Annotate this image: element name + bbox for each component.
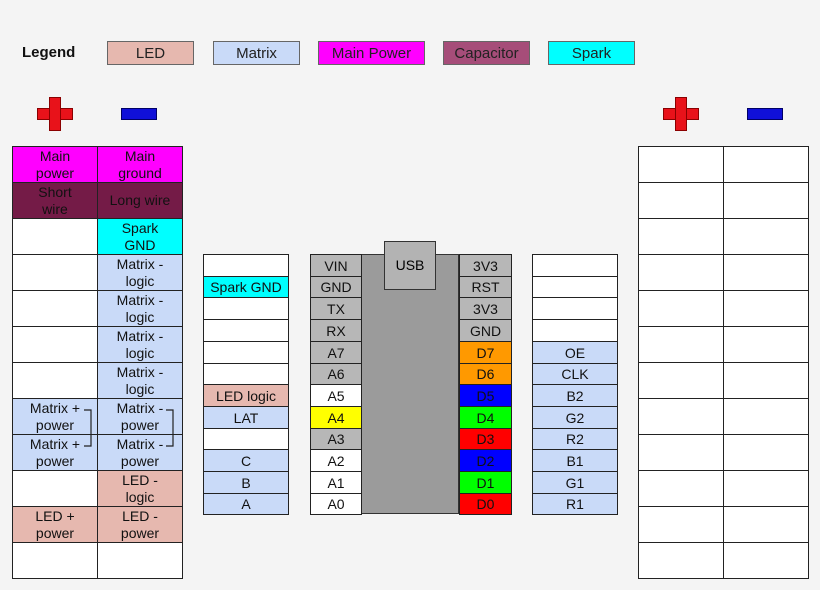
microcontroller-board [361, 254, 459, 514]
negative-rail-cell [723, 398, 809, 435]
board-pin: A5 [310, 384, 362, 407]
positive-rail-cell [12, 290, 98, 327]
negative-rail-cell: Matrix - logic [97, 254, 183, 291]
positive-rail-cell [12, 326, 98, 363]
board-pin: D3 [459, 428, 512, 450]
positive-rail-cell [638, 182, 724, 219]
positive-rail-cell: Matrix + power [12, 434, 98, 471]
legend-item: Matrix [213, 41, 300, 65]
positive-rail-cell [12, 542, 98, 579]
positive-rail-cell [638, 146, 724, 183]
legend-title: Legend [22, 44, 76, 61]
board-pin: D0 [459, 493, 512, 515]
negative-rail-cell: Matrix - power [97, 398, 183, 435]
negative-rail-cell: Matrix - logic [97, 362, 183, 399]
positive-rail-cell [12, 254, 98, 291]
connection-cell: A [203, 493, 289, 515]
positive-rail-cell [638, 434, 724, 471]
negative-rail-cell [723, 542, 809, 579]
negative-rail-cell [723, 146, 809, 183]
negative-rail-cell [723, 506, 809, 543]
negative-rail-cell [723, 182, 809, 219]
board-pin: D1 [459, 471, 512, 494]
positive-rail-cell [638, 398, 724, 435]
positive-rail-cell [638, 542, 724, 579]
negative-rail-cell [723, 326, 809, 363]
negative-rail-cell [723, 434, 809, 471]
board-pin: RX [310, 319, 362, 342]
negative-rail-cell: Main ground [97, 146, 183, 183]
usb-port: USB [384, 241, 436, 290]
board-pin: VIN [310, 254, 362, 277]
board-pin: 3V3 [459, 297, 512, 320]
board-pin: A3 [310, 428, 362, 450]
minus-icon [121, 108, 157, 120]
connection-cell: G1 [532, 471, 618, 494]
connection-cell: LED logic [203, 384, 289, 407]
negative-rail-cell: Matrix - power [97, 434, 183, 471]
connection-cell: CLK [532, 363, 618, 385]
negative-rail-cell [723, 290, 809, 327]
plus-icon [37, 97, 73, 131]
board-pin: D6 [459, 363, 512, 385]
positive-rail-cell [638, 506, 724, 543]
positive-rail-cell: Matrix + power [12, 398, 98, 435]
board-pin: A0 [310, 493, 362, 515]
legend-item: LED [107, 41, 194, 65]
board-pin: D5 [459, 384, 512, 407]
board-pin: GND [459, 319, 512, 342]
connection-cell: R1 [532, 493, 618, 515]
positive-rail-cell: Main power [12, 146, 98, 183]
board-pin: D7 [459, 341, 512, 364]
negative-rail-cell: LED - logic [97, 470, 183, 507]
negative-rail-cell [97, 542, 183, 579]
board-pin: A4 [310, 406, 362, 429]
positive-rail-cell [638, 218, 724, 255]
negative-rail-cell: LED - power [97, 506, 183, 543]
legend-item: Capacitor [443, 41, 530, 65]
legend-item: Main Power [318, 41, 425, 65]
positive-rail-cell [12, 218, 98, 255]
negative-rail-cell [723, 254, 809, 291]
connection-cell: OE [532, 341, 618, 364]
negative-rail-cell: Matrix - logic [97, 326, 183, 363]
minus-icon [747, 108, 783, 120]
negative-rail-cell [723, 218, 809, 255]
positive-rail-cell: Short wire [12, 182, 98, 219]
legend-item: Spark [548, 41, 635, 65]
negative-rail-cell: Spark GND [97, 218, 183, 255]
board-pin: A6 [310, 363, 362, 385]
plus-icon [663, 97, 699, 131]
board-pin: RST [459, 276, 512, 298]
